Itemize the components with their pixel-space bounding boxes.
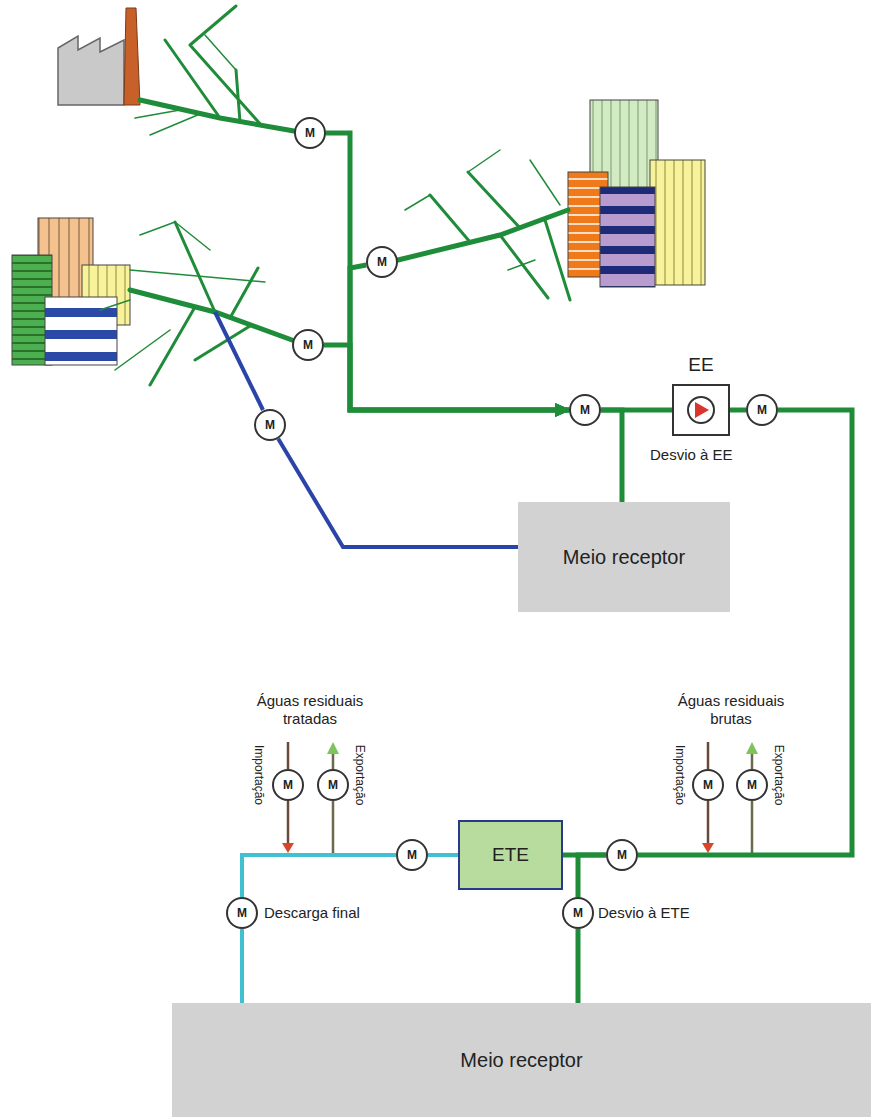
receiving-water-area: Meio receptor — [172, 1003, 871, 1117]
pumping-station-box: EE — [672, 384, 730, 436]
meter-circle: M — [272, 769, 304, 801]
meter-letter: M — [305, 126, 315, 140]
meter-circle: M — [746, 394, 778, 426]
flow-heading: Águas residuais tratadas — [240, 692, 380, 728]
overflow-label: Desvio à ETE — [598, 904, 690, 922]
meter-letter: M — [303, 338, 313, 352]
meter-letter: M — [580, 403, 590, 417]
overflow-label: Desvio à EE — [650, 446, 733, 464]
sewer-branches-part — [150, 222, 258, 385]
meter-circle: M — [366, 246, 398, 278]
flow-direction: Importação — [252, 745, 266, 805]
meter-circle: M — [736, 769, 768, 801]
sewer-branches-part — [430, 172, 570, 300]
flow-direction: Importação — [673, 745, 687, 805]
flow-direction: Exportação — [353, 745, 367, 806]
pipe-connector — [242, 855, 396, 897]
pump-arrow — [695, 402, 709, 418]
meter-circle: M — [292, 329, 324, 361]
sewer-branches-part — [165, 6, 262, 126]
meter-circle: M — [692, 769, 724, 801]
pipe-connector — [576, 929, 581, 1003]
meter-letter: M — [703, 778, 713, 792]
meter-circle: M — [569, 394, 601, 426]
meter-letter: M — [617, 848, 627, 862]
pipe-connector — [324, 345, 569, 410]
node-label: Meio receptor — [460, 1049, 582, 1072]
buildings-right-part — [650, 160, 705, 285]
node-label: EE — [688, 354, 713, 376]
pipe-connector — [601, 410, 622, 502]
pipe-connector — [350, 265, 569, 410]
sewer-branches-part — [405, 150, 560, 270]
meter-circle: M — [562, 897, 594, 929]
meter-letter: M — [283, 778, 293, 792]
sewer-branches-part — [100, 222, 265, 370]
pipe-connector — [638, 410, 852, 855]
meter-letter: M — [237, 906, 247, 920]
pipe-connector — [240, 929, 244, 1003]
buildings-left — [12, 218, 130, 365]
meter-circle: M — [317, 769, 349, 801]
factory-icon — [58, 8, 140, 105]
import-export-arrows-part — [751, 752, 754, 853]
pipe-connector — [730, 408, 746, 413]
pipe-connector — [326, 133, 569, 410]
pump-symbol — [684, 393, 718, 427]
meter-letter: M — [757, 403, 767, 417]
meter-letter: M — [328, 778, 338, 792]
import-export-arrows-part — [746, 742, 758, 754]
sewer-branches-part — [135, 35, 236, 135]
node-label: ETE — [492, 844, 529, 866]
factory-icon-part — [124, 8, 140, 105]
node-label: Meio receptor — [563, 546, 685, 569]
import-export-arrows-part — [282, 843, 294, 853]
meter-circle: M — [396, 839, 428, 871]
sewer-branches-part — [398, 210, 568, 260]
receiving-water-area: Meio receptor — [518, 502, 730, 612]
pipe-connector — [278, 439, 518, 547]
import-export-arrows-part — [332, 752, 335, 853]
pump-casing — [688, 397, 714, 423]
meter-letter: M — [573, 906, 583, 920]
meter-circle: M — [606, 839, 638, 871]
meter-letter: M — [377, 255, 387, 269]
discharge-label: Descarga final — [264, 904, 360, 922]
import-export-arrows-part — [327, 742, 339, 754]
storm-pipe — [215, 312, 263, 410]
flow-direction: Exportação — [772, 745, 786, 806]
buildings-right — [568, 100, 705, 287]
sewer-branches — [100, 6, 570, 385]
meter-letter: M — [407, 848, 417, 862]
meter-circle: M — [254, 409, 286, 441]
treatment-plant-box: ETE — [458, 820, 563, 890]
buildings-right-part — [600, 187, 655, 287]
pipe-connector — [428, 853, 458, 857]
pipe-connector — [578, 855, 606, 897]
import-export-arrows-part — [702, 843, 714, 853]
factory-icon-part — [58, 36, 124, 105]
meter-letter: M — [747, 778, 757, 792]
flow-heading: Águas residuais brutas — [661, 692, 801, 728]
meter-circle: M — [226, 897, 258, 929]
meter-circle: M — [294, 117, 326, 149]
meter-letter: M — [265, 418, 275, 432]
sewer-branches-part — [130, 290, 292, 340]
